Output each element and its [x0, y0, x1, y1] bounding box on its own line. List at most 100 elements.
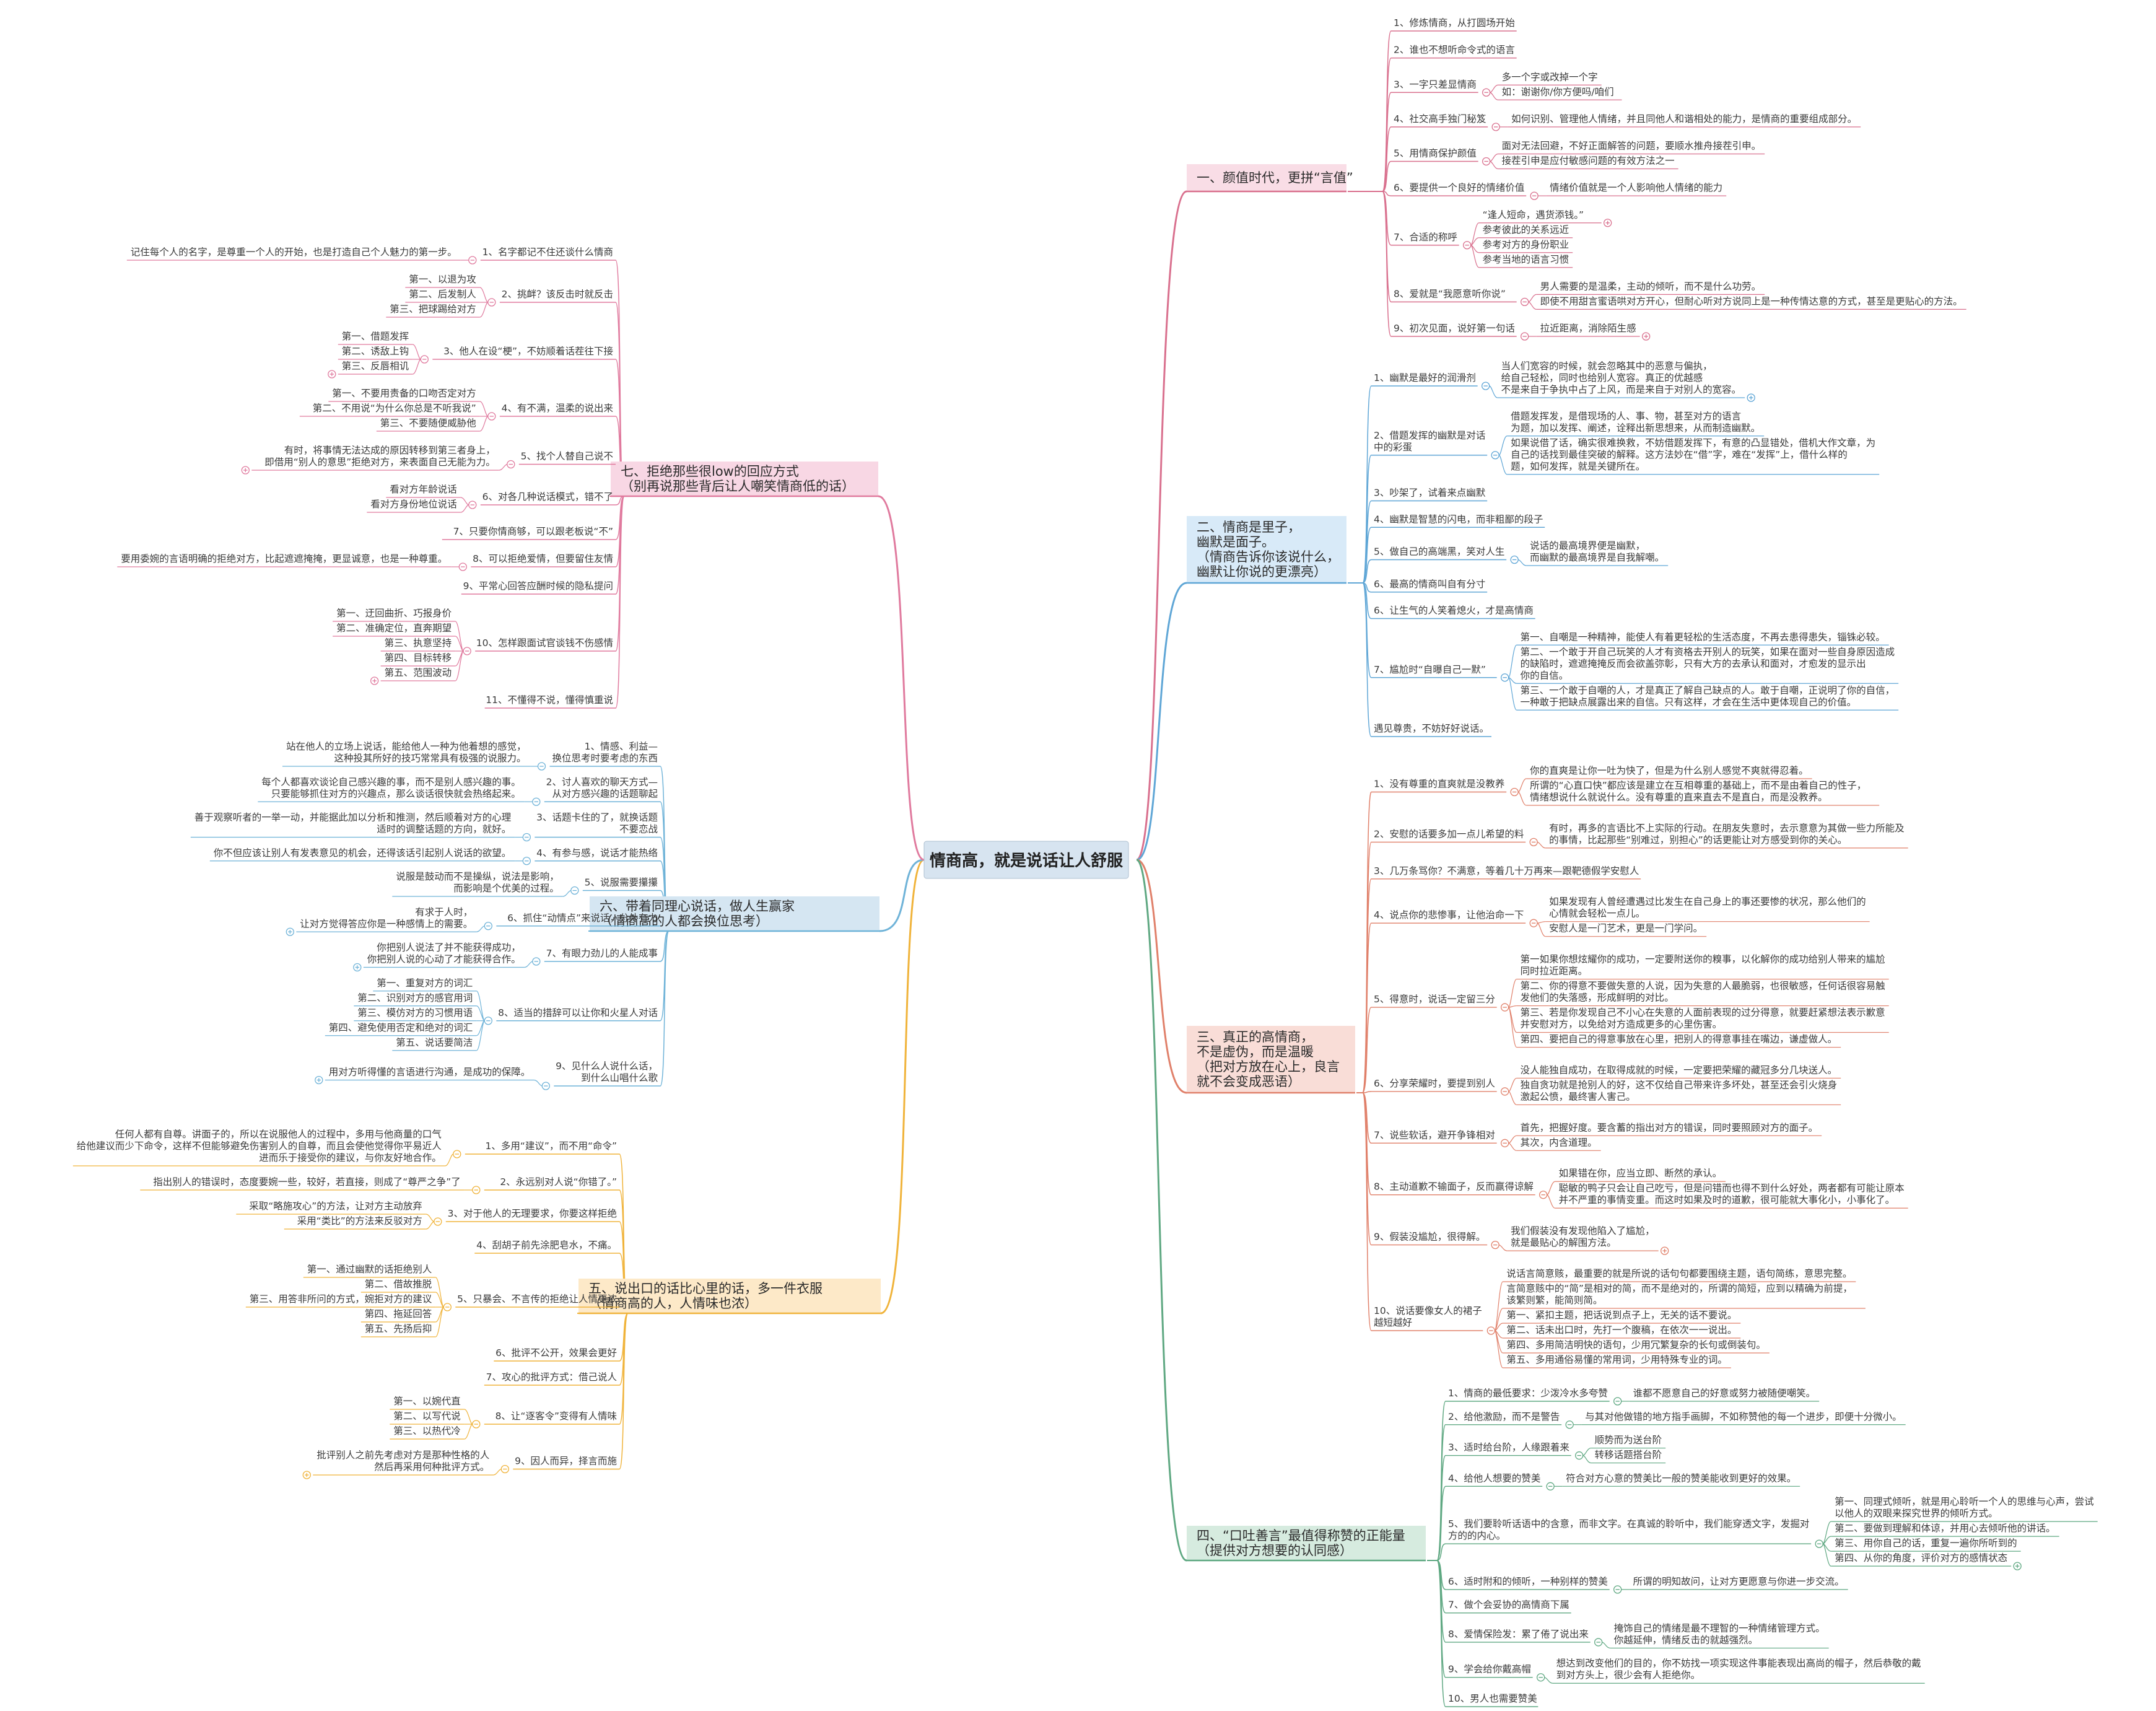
detail-topic[interactable]: 所谓的明知故问，让对方更愿意与你进一步交流。 [1629, 1575, 1848, 1590]
detail-topic[interactable]: 即使不用甜言蜜语哄对方开心，但耐心听对方说同上是一种传情达意的方式，甚至是更贴心… [1536, 295, 1966, 310]
collapse-toggle-icon[interactable] [1537, 1673, 1545, 1682]
collapse-toggle-icon[interactable] [1510, 787, 1519, 797]
collapse-toggle-icon[interactable] [1529, 838, 1538, 847]
collapse-toggle-icon[interactable] [532, 957, 541, 966]
subtopic[interactable]: 6、让生气的人笑着熄火，才是高情商 [1371, 605, 1535, 619]
detail-topic[interactable]: 符合对方心意的赞美比一般的赞美能收到更好的效果。 [1562, 1472, 1800, 1487]
detail-topic[interactable]: 参考对方的身份职业 [1478, 239, 1573, 253]
expand-toggle-icon[interactable] [1642, 332, 1651, 341]
detail-topic[interactable]: 谁都不愿意自己的好意或努力被随便嘲笑。 [1629, 1387, 1820, 1402]
subtopic[interactable]: 2、安慰的话要多加一点儿希望的料有时，再多的言语比不上实际的行动。在朋友失意时，… [1371, 822, 1908, 849]
subtopic[interactable]: 5、得意时，说话一定留三分第一如果你想炫耀你的成功，一定要附送你的糗事，以化解你… [1371, 954, 1889, 1048]
subtopic[interactable]: 4、有不满，温柔的说出来第一、不要用责备的口吻否定对方第二、不用说“为什么你总是… [299, 388, 616, 432]
detail-topic[interactable]: 借题发挥发，是借现场的人、事、物，甚至对方的语言为题，加以发挥、阐述，诠释出新思… [1507, 411, 1765, 437]
subtopic[interactable]: 3、几万条骂你？不满意，等着几十万再来—跟靶德假学安慰人 [1371, 865, 1641, 880]
expand-toggle-icon[interactable] [353, 963, 362, 972]
subtopic[interactable]: 7、有眼力劲儿的人能成事你把别人说法了并不能获得成功，你把别人说的心动了才能获得… [353, 942, 660, 972]
subtopic[interactable]: 4、说点你的悲惨事，让他治命一下如果发现有人曾经遭遇过比发生在自己身上的事还要惨… [1371, 896, 1870, 937]
detail-topic[interactable]: 如果说借了话，确实很难换救，不妨借题发挥下，有意的凸显错处，借机大作文章，为自己… [1507, 437, 1880, 475]
detail-topic[interactable]: 第三、不要随便威胁他 [376, 418, 480, 432]
subtopic[interactable]: 5、找个人替自己说不有时，将事情无法达成的原因转移到第三者身上，即借用“别人的意… [241, 445, 616, 475]
detail-topic[interactable]: 第二、以写代说 [390, 1411, 465, 1425]
subtopic[interactable]: 2、永远别对人说“你错了。”指出别人的错误时，态度要婉一些，较好，若直接，则成了… [140, 1176, 619, 1194]
collapse-toggle-icon[interactable] [1501, 673, 1509, 682]
detail-topic[interactable]: 站在他人的立场上说话，能给他人一种为他着想的感觉，这种投其所好的技巧常常具有极强… [282, 741, 530, 767]
subtopic[interactable]: 6、要提供一个良好的情绪价值情绪价值就是一个人影响他人情绪的能力 [1391, 182, 1727, 200]
subtopic[interactable]: 8、可以拒绝爱情，但要留住友情要用委婉的言语明确的拒绝对方，比起遮遮掩掩，更显诚… [117, 553, 616, 571]
detail-topic[interactable]: 第四、从你的角度，评价对方的感情状态 [1831, 1552, 2022, 1570]
detail-topic[interactable]: 第二、准确定位，直奔期望 [333, 623, 456, 637]
subtopic[interactable]: 4、刮胡子前先涂肥皂水，不痛。 [474, 1240, 619, 1254]
detail-topic[interactable]: 记住每个人的名字，是尊重一个人的开始，也是打造自己个人魅力的第一步。 [126, 247, 461, 261]
detail-topic[interactable]: 你把别人说法了并不能获得成功，你把别人说的心动了才能获得合作。 [353, 942, 525, 972]
detail-topic[interactable]: 第五、先扬后抑 [360, 1323, 436, 1337]
collapse-toggle-icon[interactable] [500, 1464, 509, 1474]
collapse-toggle-icon[interactable] [472, 1420, 481, 1429]
detail-topic[interactable]: 第一、以婉代直 [390, 1396, 465, 1410]
detail-topic[interactable]: 第二、识别对方的感官用词 [354, 992, 477, 1007]
subtopic[interactable]: 5、只暴会、不言传的拒绝让人情更浓第一、通过幽默的话拒绝别人第二、借故推脱第三、… [245, 1264, 619, 1337]
detail-topic[interactable]: 参考当地的语言习惯 [1478, 254, 1573, 268]
detail-topic[interactable]: 第四、多用简洁明快的语句，少用冗繁复杂的长句或倒装句。 [1503, 1339, 1770, 1354]
detail-topic[interactable]: 第四、避免使用否定和绝对的词汇 [325, 1022, 477, 1036]
detail-topic[interactable]: 顺势而为送台阶 [1591, 1435, 1666, 1449]
subtopic[interactable]: 7、做个会妥协的高情商下属 [1446, 1599, 1571, 1614]
branch-topic-2[interactable]: 二、情商是里子，幽默是面子。（情商告诉你该说什么，幽默让你说的更漂亮） [1187, 516, 1346, 584]
collapse-toggle-icon[interactable] [522, 833, 531, 842]
branch-topic-5[interactable]: 五、说出口的话比心里的话，多一件衣服（情商高的人，人情味也浓） [578, 1279, 881, 1315]
detail-topic[interactable]: 第一、借题发挥 [338, 331, 413, 345]
collapse-toggle-icon[interactable] [1594, 1638, 1603, 1647]
collapse-toggle-icon[interactable] [1529, 919, 1538, 927]
subtopic[interactable]: 8、主动道歉不输面子，反而赢得谅解如果错在你，应当立即、断然的承认。聪敏的鸭子只… [1371, 1167, 1908, 1209]
detail-topic[interactable]: 想达到改变他们的目的，你不妨找一项实现这件事能表现出高尚的帽子，然后恭敬的戴到对… [1552, 1658, 1925, 1684]
subtopic[interactable]: 4、幽默是智慧的闪电，而非粗鄙的段子 [1371, 514, 1545, 528]
collapse-toggle-icon[interactable] [1565, 1420, 1574, 1429]
detail-topic[interactable]: 第三、以热代冷 [390, 1425, 465, 1440]
detail-topic[interactable]: 采用“类比”的方法来反驳对方 [284, 1215, 426, 1230]
detail-topic[interactable]: 第一如果你想炫耀你的成功，一定要附送你的糗事，以化解你的成功给别人带来的尴尬同时… [1516, 954, 1889, 980]
detail-topic[interactable]: 我们假装没有发现他陷入了尴尬，就是最贴心的解围方法。 [1507, 1225, 1669, 1255]
collapse-toggle-icon[interactable] [1539, 1191, 1548, 1199]
collapse-toggle-icon[interactable] [1491, 123, 1500, 131]
collapse-toggle-icon[interactable] [468, 501, 477, 509]
subtopic[interactable]: 4、有参与感，说话才能热络你不但应该让别人有发表意见的机会，还得该话引起别人说话… [209, 847, 660, 865]
detail-topic[interactable]: 所谓的“心直口快”都应该是建立在互相尊重的基础上，而不是由着自己的性子，情绪想说… [1526, 779, 1880, 806]
collapse-toggle-icon[interactable] [1463, 241, 1472, 250]
detail-topic[interactable]: 第一、通过幽默的话拒绝别人 [303, 1264, 436, 1278]
collapse-toggle-icon[interactable] [522, 857, 531, 865]
detail-topic[interactable]: 有求于人时，让对方觉得答应你是一种感情上的需要。 [286, 906, 477, 936]
collapse-toggle-icon[interactable] [484, 1017, 492, 1025]
detail-topic[interactable]: 面对无法回避，不好正面解答的问题，要顺水推舟接茬引申。 [1498, 141, 1765, 155]
collapse-toggle-icon[interactable] [1510, 555, 1519, 564]
subtopic[interactable]: 9、初次见面，说好第一句话拉近距离，消除陌生感 [1391, 323, 1651, 341]
collapse-toggle-icon[interactable] [1501, 1087, 1509, 1096]
expand-toggle-icon[interactable] [2013, 1562, 2022, 1570]
subtopic[interactable]: 2、谁也不想听命令式的语言 [1391, 45, 1517, 59]
subtopic[interactable]: 1、修炼情商，从打圆场开始 [1391, 17, 1517, 32]
subtopic[interactable]: 2、讨人喜欢的聊天方式—从对方感兴趣的话题聊起每个人都喜欢谈论自己感兴趣的事，而… [258, 776, 660, 806]
collapse-toggle-icon[interactable] [1501, 1003, 1509, 1012]
detail-topic[interactable]: 第二、后发制人 [405, 289, 480, 303]
detail-topic[interactable]: 拉近距离，消除陌生感 [1536, 323, 1651, 341]
collapse-toggle-icon[interactable] [487, 298, 496, 307]
detail-topic[interactable]: 用对方听得懂的言语进行沟通，是成功的保障。 [315, 1067, 535, 1085]
detail-topic[interactable]: 如果错在你，应当立即、断然的承认。 [1555, 1167, 1726, 1182]
detail-topic[interactable]: 没人能独自成功，在取得成就的时候，一定要把荣耀的藏冠多分几块送人。 [1516, 1064, 1841, 1079]
detail-topic[interactable]: 第二、不用说“为什么你总是不听我说” [299, 403, 480, 417]
subtopic[interactable]: 9、平常心回答应酬时候的隐私提问 [461, 580, 616, 595]
collapse-toggle-icon[interactable] [484, 922, 492, 930]
detail-topic[interactable]: 第二、话未出口时，先打一个腹稿，在依次一一说出。 [1503, 1324, 1741, 1339]
detail-topic[interactable]: 如何识别、管理他人情绪，并且同他人和谐相处的能力，是情商的重要组成部分。 [1508, 113, 1861, 128]
detail-topic[interactable]: 有时，再多的言语比不上实际的行动。在朋友失意时，去示意意为其做一些力所能及的事情… [1545, 822, 1908, 849]
detail-topic[interactable]: 你不但应该让别人有发表意见的机会，还得该话引起别人说话的欲望。 [209, 847, 515, 862]
detail-topic[interactable]: 首先，把握好度。要含蓄的指出对方的错误，同时要照顾对方的面子。 [1516, 1122, 1822, 1136]
detail-topic[interactable]: 第一、以退为攻 [405, 274, 480, 288]
subtopic[interactable]: 6、批评不公开，效果会更好 [494, 1347, 619, 1362]
collapse-toggle-icon[interactable] [541, 1082, 550, 1090]
subtopic[interactable]: 9、假装没尴尬，很得解。我们假装没有发现他陷入了尴尬，就是最贴心的解围方法。 [1371, 1225, 1669, 1255]
detail-topic[interactable]: 指出别人的错误时，态度要婉一些，较好，若直接，则成了“尊严之争”了 [140, 1176, 465, 1191]
collapse-toggle-icon[interactable] [570, 886, 579, 895]
expand-toggle-icon[interactable] [315, 1075, 323, 1085]
